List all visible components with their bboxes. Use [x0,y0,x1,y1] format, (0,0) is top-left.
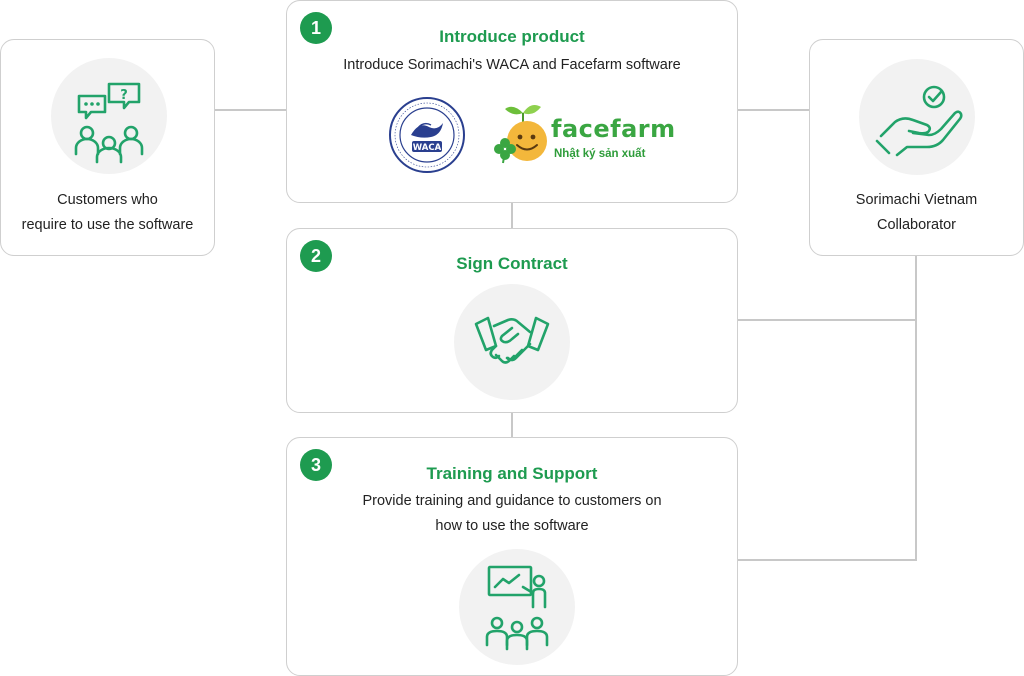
step-number-badge: 1 [300,12,332,44]
step-sign-contract: 2 Sign Contract [286,228,738,413]
collaborator-label-line1: Sorimachi Vietnam [855,192,978,208]
collaborator-icon-circle [859,59,975,175]
facefarm-smiley-icon [494,105,547,164]
collaborator-label-line2: Collaborator [877,217,956,233]
hand-check-icon [875,85,963,157]
step-description-line2: how to use the software [435,518,589,534]
customers-label-line2: require to use the software [21,217,194,233]
handshake-icon-circle [454,284,570,400]
connector-collaborator-step3 [738,256,917,561]
customers-chat-icon: ? [74,82,144,164]
waca-logo-text: WACA [413,143,442,153]
step-description: Introduce Sorimachi's WACA and Facefarm … [343,57,681,73]
step-description-line1: Provide training and guidance to custome… [362,493,662,509]
step-number-badge: 2 [300,240,332,272]
training-presentation-icon [485,565,549,651]
collaborator-label: Sorimachi Vietnam Collaborator [810,188,1023,238]
facefarm-logo-subtitle: Nhật ký sản xuất [554,148,646,160]
handshake-icon [474,316,550,364]
step-training-support: 3 Training and Support Provide training … [286,437,738,676]
customers-label: Customers who require to use the softwar… [1,188,214,238]
training-icon-circle [459,549,575,665]
step-introduce-product: 1 Introduce product Introduce Sorimachi'… [286,0,738,203]
step-title: Sign Contract [456,254,568,273]
customers-card: ? Customers who require to use the softw… [0,39,215,256]
step-description: Provide training and guidance to custome… [287,489,737,539]
step-number-badge: 3 [300,449,332,481]
waca-logo: WACA [389,97,465,173]
svg-text:?: ? [120,88,128,103]
step-title: Training and Support [426,464,598,483]
step-title: Introduce product [439,27,585,46]
customers-label-line1: Customers who [57,192,158,208]
facefarm-logo-name: facefarm [551,115,676,143]
collaborator-card: Sorimachi Vietnam Collaborator [809,39,1024,256]
customers-icon-circle: ? [51,58,167,174]
